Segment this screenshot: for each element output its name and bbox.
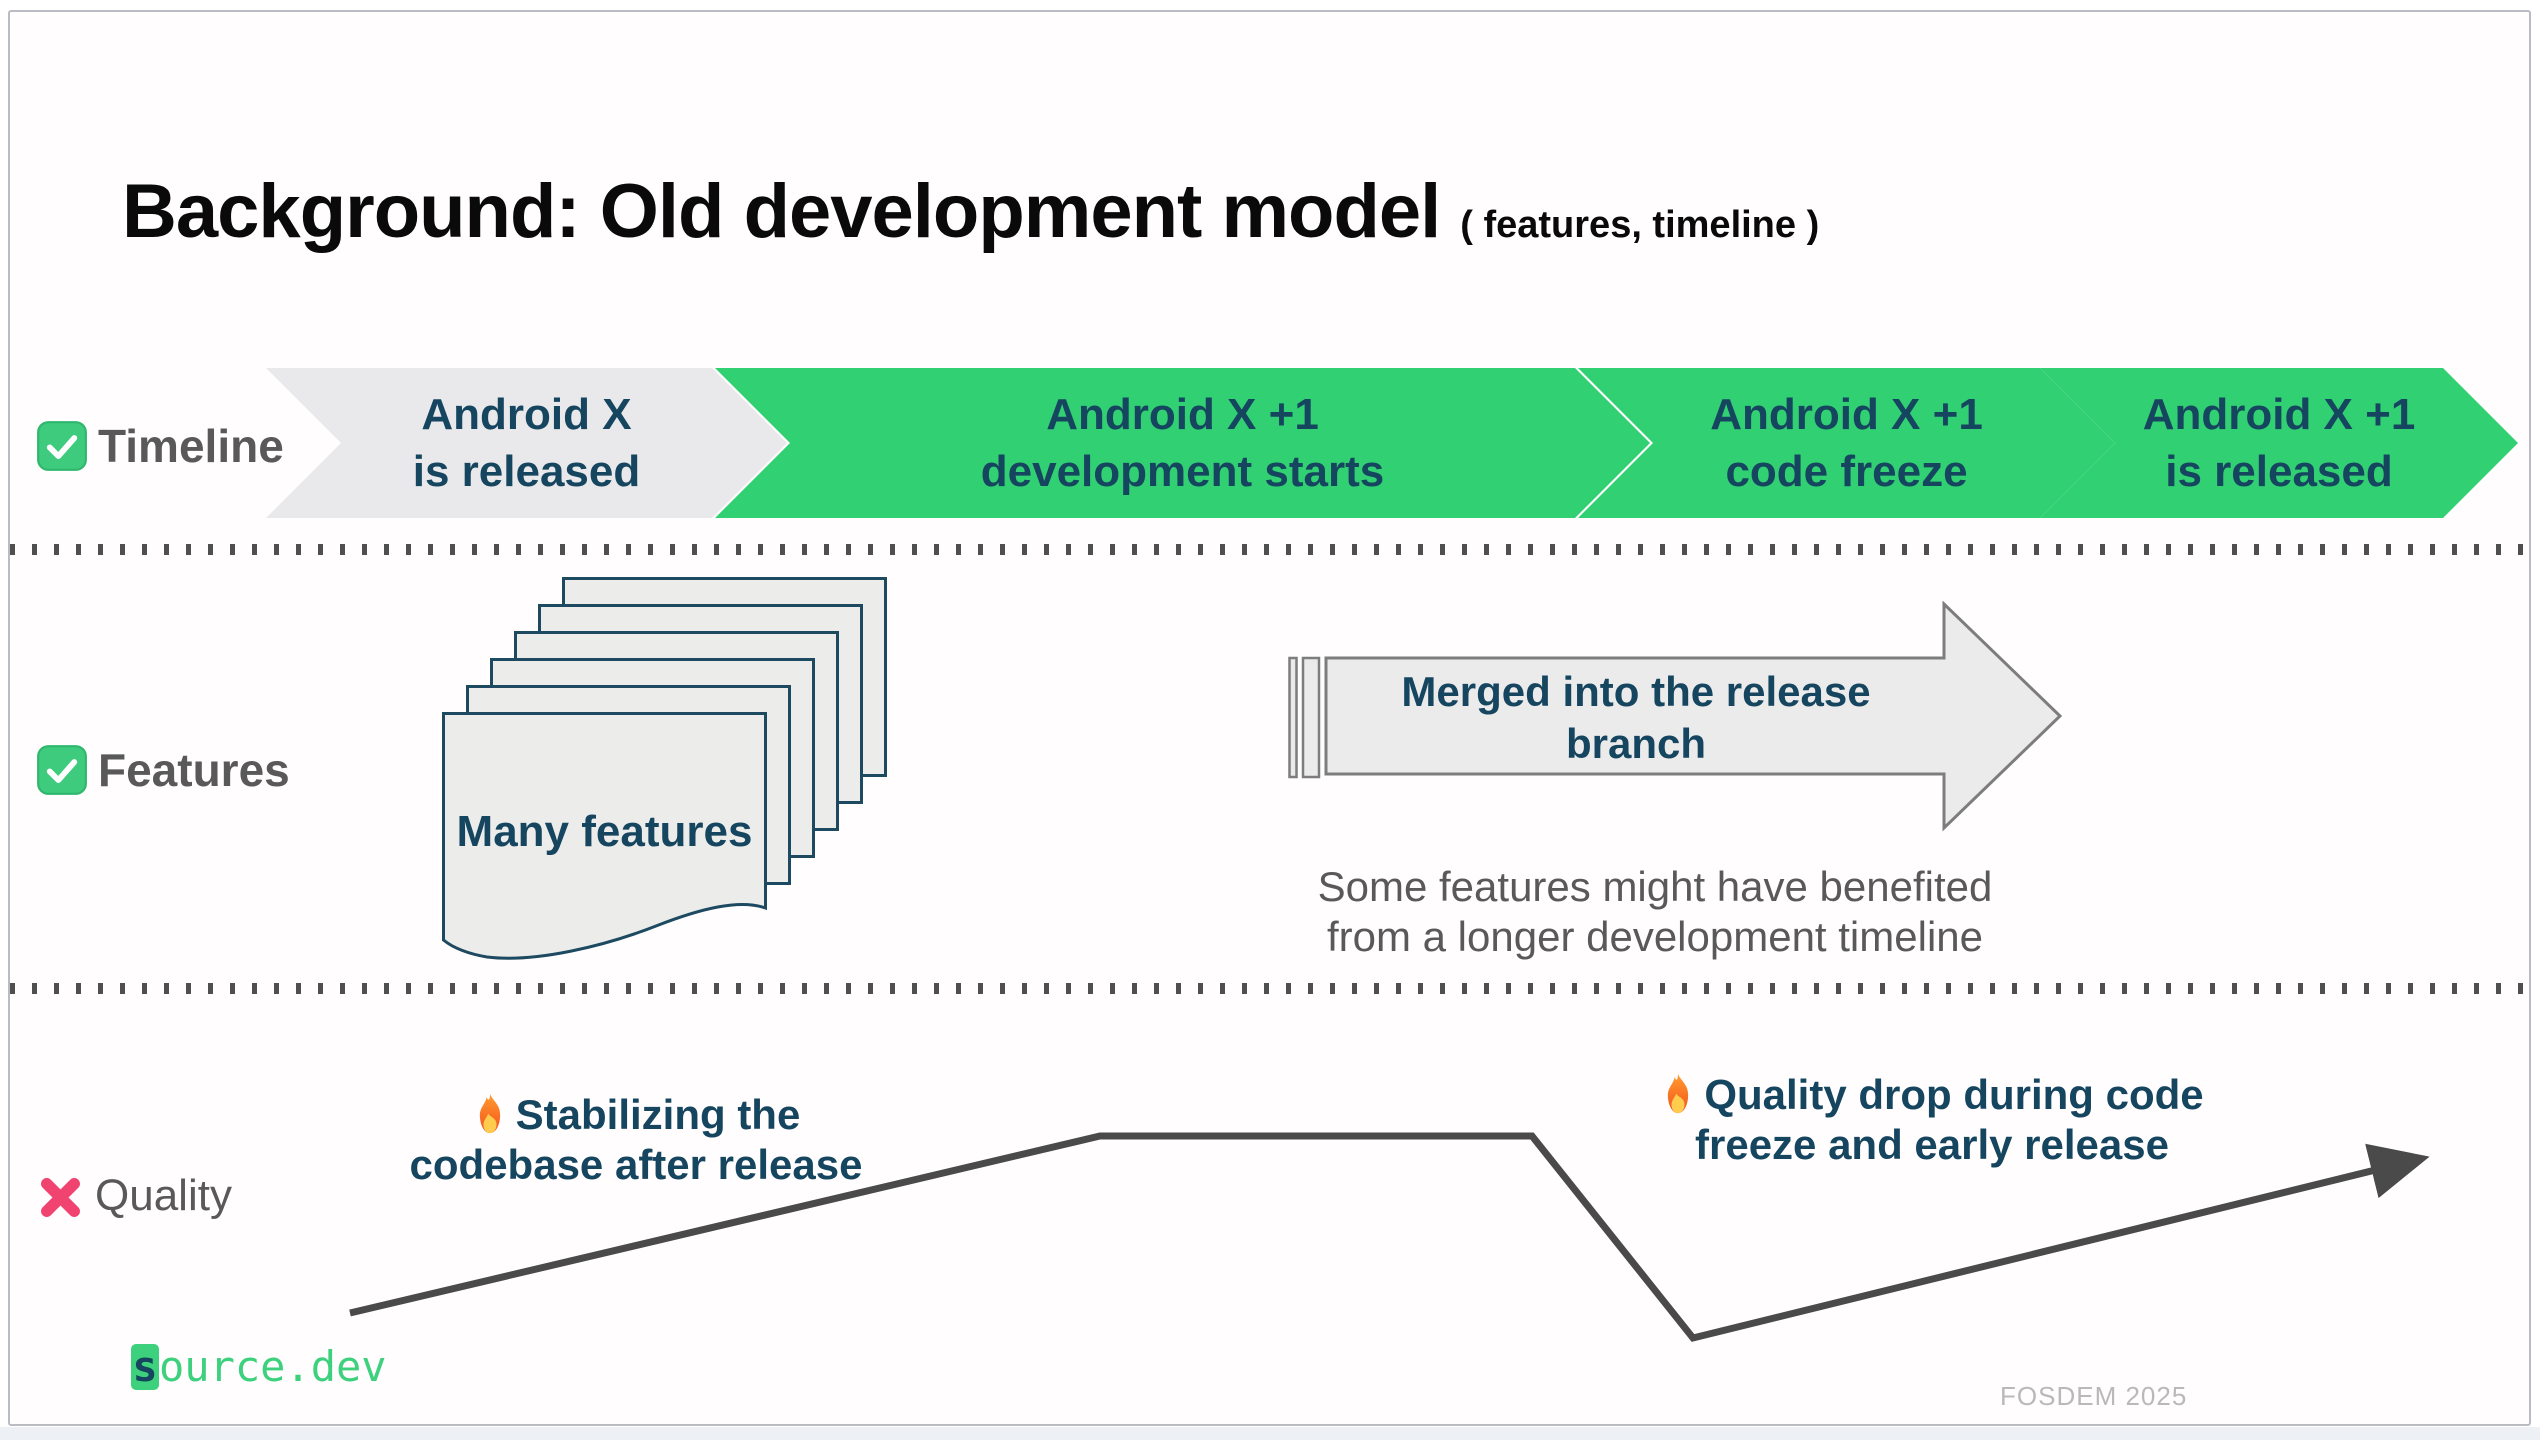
document-front: Many features (442, 712, 767, 964)
caption-line1: Some features might have benefited (1317, 863, 1993, 910)
chevron-android-x-released: Android X is released (266, 368, 787, 518)
features-caption: Some features might have benefited from … (1255, 862, 2055, 962)
check-icon (36, 420, 88, 472)
timeline-row-label: Timeline (36, 419, 284, 473)
chevron-line1: Android X +1 (2142, 390, 2416, 439)
chevron-line2: development starts (980, 447, 1385, 496)
separator-dotted-bottom (10, 983, 2530, 994)
page-title: Background: Old development model ( feat… (122, 168, 1819, 255)
merged-arrow-label: Merged into the release branch (1401, 668, 1871, 767)
event-label: FOSDEM 2025 (2000, 1381, 2188, 1411)
annotation-line1: Stabilizing the (515, 1091, 801, 1138)
chevron-line1: Android X +1 (1046, 390, 1319, 439)
separator-dotted-top (10, 544, 2530, 555)
annotation-line2: codebase after release (409, 1141, 863, 1188)
chevron-line1: Android X +1 (1710, 390, 1983, 439)
check-icon (36, 744, 88, 796)
chevron-line2: code freeze (1725, 447, 1968, 496)
caption-line2: from a longer development timeline (1326, 913, 1983, 960)
quality-label: Quality (95, 1171, 232, 1220)
bottom-strip (0, 1427, 2540, 1440)
chevron-dev-starts: Android X +1 development starts (715, 368, 1650, 518)
cross-icon (33, 1170, 85, 1222)
features-label: Features (98, 744, 290, 796)
fire-icon (1660, 1071, 1696, 1117)
many-features-label: Many features (456, 807, 753, 856)
chevron-line1: Android X (421, 390, 632, 439)
fire-icon (472, 1091, 508, 1137)
annotation-line1: Quality drop during code (1704, 1071, 2204, 1118)
title-suffix: ( features, timeline ) (1460, 204, 1820, 246)
chevron-line2: is released (2165, 447, 2393, 496)
annotation-line2: freeze and early release (1695, 1121, 2169, 1168)
brand-text: ource.dev (159, 1342, 387, 1391)
annotation-stabilizing: Stabilizing the codebase after release (316, 1090, 956, 1190)
brand-badge: s (131, 1342, 159, 1391)
chevron-x1-released: Android X +1 is released (2040, 368, 2518, 518)
annotation-quality-drop: Quality drop during code freeze and earl… (1612, 1070, 2252, 1170)
features-row-label: Features (36, 743, 290, 797)
chevron-line2: is released (412, 447, 641, 496)
timeline-label: Timeline (98, 420, 284, 472)
title-text: Background: Old development model (122, 169, 1441, 254)
quality-row-label: Quality (33, 1170, 232, 1222)
chevron-code-freeze: Android X +1 code freeze (1578, 368, 2115, 518)
